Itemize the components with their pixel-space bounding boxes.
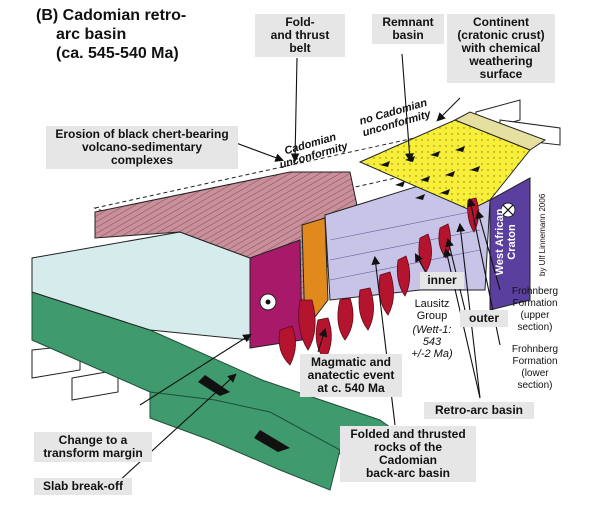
west-african-craton bbox=[489, 177, 531, 311]
frohnberg-lower-label: Frohnberg Formation (lower section) bbox=[511, 344, 559, 391]
erosion-label: Erosion of black chert-bearing volcano-s… bbox=[46, 126, 238, 169]
inner-label: inner bbox=[420, 272, 464, 289]
continent-surface bbox=[358, 119, 531, 211]
retro-arc-basin-label: Retro-arc basin bbox=[424, 402, 534, 419]
outer-label: outer bbox=[460, 310, 508, 327]
figure-title: (B) Cadomian retro- arc basin (ca. 545-5… bbox=[36, 6, 186, 63]
lausitz-age-label: (Wett-1: 543 +/-2 Ma) bbox=[411, 324, 453, 360]
flow-arrows bbox=[380, 146, 480, 200]
subduction-arrow-2 bbox=[254, 430, 290, 452]
cratonic-ridge bbox=[453, 111, 547, 151]
remnant-basin-label: Remnant basin bbox=[372, 14, 444, 44]
continent-label: Continent (cratonic crust) with chemical… bbox=[447, 14, 555, 83]
transform-margin-label: Change to a transform margin bbox=[34, 432, 152, 462]
lausitz-group-label: Lausitz Group bbox=[414, 298, 450, 322]
lower-left-slab-2 bbox=[71, 369, 119, 401]
copyright-label: by Ulf Linnemann 2006 bbox=[538, 193, 547, 276]
folded-thrusted-label: Folded and thrusted rocks of the Cadomia… bbox=[340, 426, 476, 482]
subduction-arrow-1 bbox=[198, 375, 230, 396]
slab-breakoff-label: Slab break-off bbox=[34, 478, 132, 495]
west-african-craton-label: West African Craton bbox=[494, 208, 518, 276]
title-line-1: (B) Cadomian retro- bbox=[36, 7, 187, 24]
detached-slab bbox=[149, 391, 341, 491]
title-line-2: arc basin bbox=[56, 26, 127, 43]
title-line-3: (ca. 545-540 Ma) bbox=[56, 45, 179, 62]
magmatic-event-label: Magmatic and anatectic event at c. 540 M… bbox=[300, 354, 402, 397]
fold-thrust-belt-label: Fold- and thrust belt bbox=[255, 14, 345, 57]
frohnberg-upper-label: Frohnberg Formation (upper section) bbox=[511, 286, 559, 333]
magenta-front bbox=[249, 239, 303, 349]
